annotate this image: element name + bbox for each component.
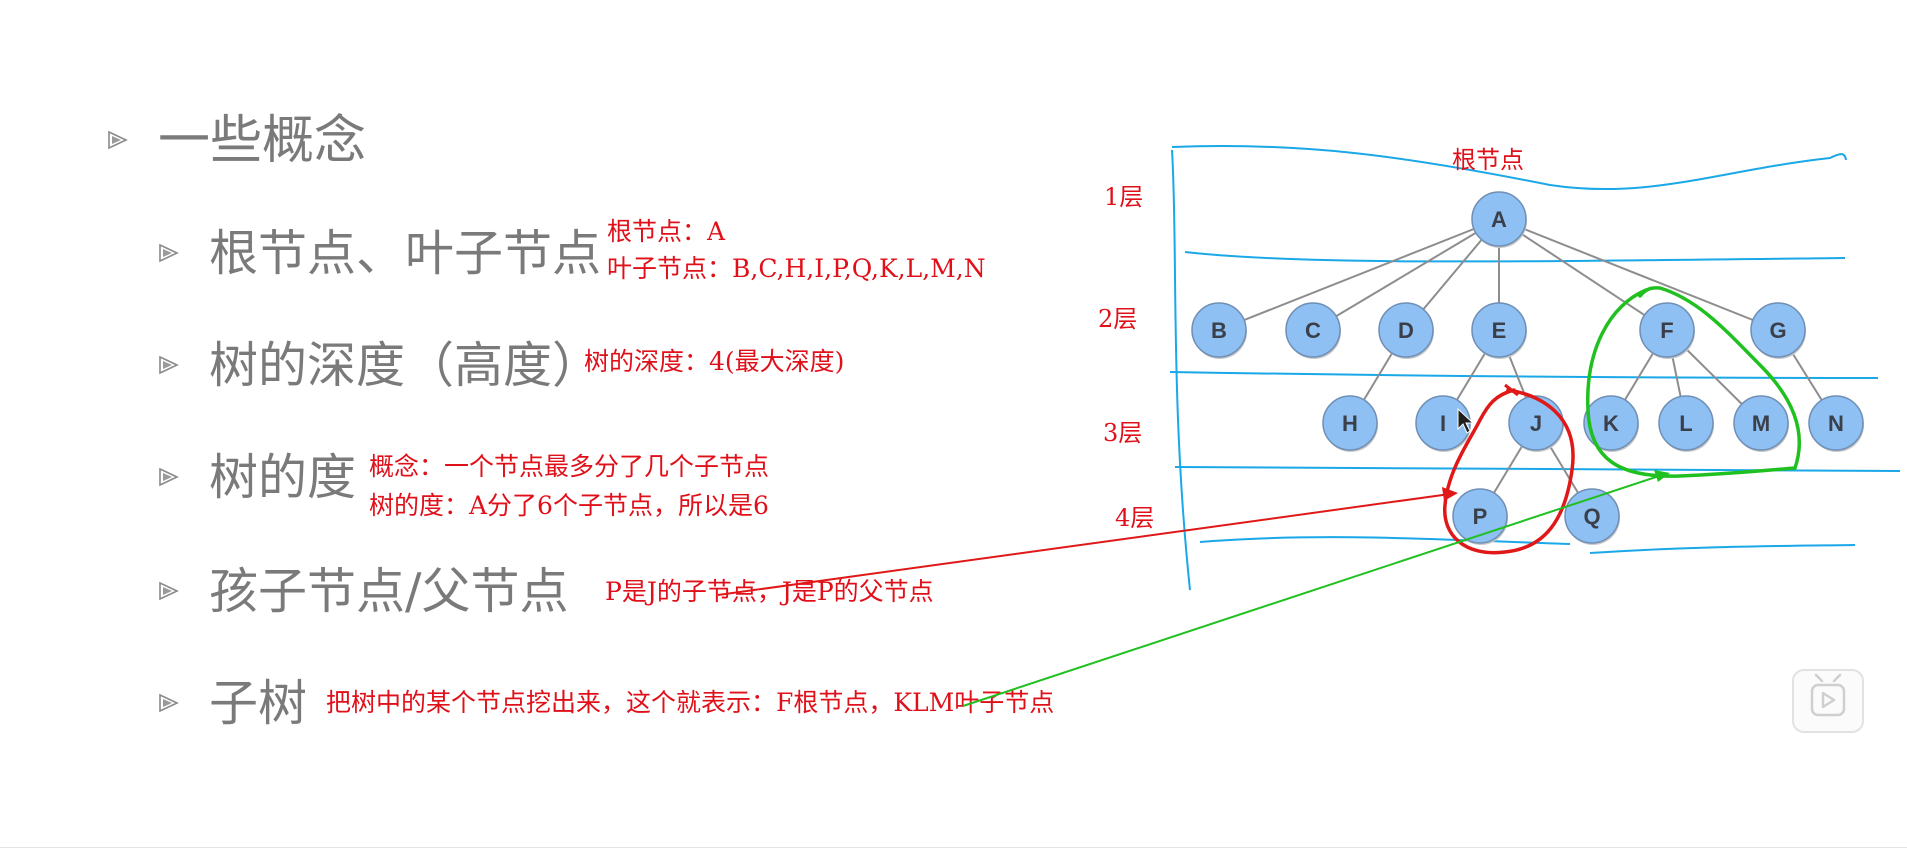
tree-node-l: L: [1658, 395, 1714, 452]
tree-node-circle: [1378, 302, 1434, 358]
tree-node-label-l: L: [1679, 411, 1692, 436]
green-circle-annotation: [1586, 286, 1801, 478]
heading-depth: 树的深度（高度）: [209, 337, 602, 394]
note-degree-tree: 树的度：A分了6个子节点，所以是6: [369, 491, 769, 520]
tree-node-circle: [1750, 302, 1806, 358]
red-arrow-head: [1442, 487, 1458, 501]
tree-node-label-h: H: [1342, 411, 1358, 436]
tree-node-circle: [1285, 302, 1341, 358]
root-node-label: 根节点: [1452, 146, 1524, 174]
tree-node-circle: [1191, 302, 1247, 358]
red-circle-annotation: [1443, 388, 1575, 555]
bottom-divider: [0, 847, 1907, 848]
heading-subtree: 子树: [209, 675, 308, 732]
tree-node-label-j: J: [1530, 411, 1542, 436]
tree-node-p: P: [1452, 488, 1508, 545]
tree-node-label-g: G: [1769, 318, 1786, 343]
tree-node-a: A: [1471, 191, 1527, 248]
tree-nodes: A B C D E F G H I J K L M N P Q: [1191, 191, 1864, 545]
note-root-node: 根节点：A: [607, 217, 726, 246]
tree-node-label-n: N: [1828, 411, 1844, 436]
tree-node-k: K: [1583, 395, 1639, 452]
tree-node-circle: [1658, 395, 1714, 451]
page-title: 一些概念: [158, 111, 367, 171]
tree-node-c: C: [1285, 302, 1341, 359]
play-button[interactable]: [1792, 669, 1864, 733]
bullet-icon: [159, 693, 179, 713]
tree-node-label-b: B: [1211, 318, 1227, 343]
tree-node-circle: [1583, 395, 1639, 451]
tree-node-label-f: F: [1660, 318, 1673, 343]
green-arrow-line: [962, 474, 1663, 707]
tree-node-circle: [1322, 395, 1378, 451]
note-child-parent: P是J的子节点，J是P的父节点: [605, 577, 934, 606]
tree-node-f: F: [1639, 302, 1695, 359]
tree-node-d: D: [1378, 302, 1434, 359]
tree-node-m: M: [1733, 395, 1789, 452]
heading-child-parent: 孩子节点/父节点: [209, 563, 569, 620]
tree-node-j: J: [1508, 395, 1564, 452]
tree-node-label-m: M: [1752, 411, 1770, 436]
note-depth: 树的深度：4(最大深度): [584, 347, 845, 376]
heading-degree: 树的度: [209, 449, 357, 506]
level-divider-lines: [1169, 144, 1901, 591]
note-subtree: 把树中的某个节点挖出来，这个就表示：F根节点，KLM叶子节点: [326, 688, 1055, 717]
tree-node-label-e: E: [1492, 318, 1507, 343]
bullet-icon: [159, 243, 179, 263]
tree-node-circle: [1471, 191, 1527, 247]
tree-node-circle: [1733, 395, 1789, 451]
tree-node-label-i: I: [1440, 411, 1446, 436]
level-label-3: 3层: [1103, 419, 1142, 447]
red-arrow-line: [717, 493, 1451, 596]
tree-node-circle: [1452, 488, 1508, 544]
heading-root-leaf: 根节点、叶子节点: [209, 225, 602, 282]
note-degree-concept: 概念：一个节点最多分了几个子节点: [369, 452, 770, 481]
tree-node-label-c: C: [1305, 318, 1321, 343]
tree-node-circle: [1639, 302, 1695, 358]
tree-edge-a-g: [1498, 218, 1779, 331]
tree-node-h: H: [1322, 395, 1378, 452]
tree-node-label-a: A: [1491, 207, 1507, 232]
tree-node-n: N: [1808, 395, 1864, 452]
tree-node-circle: [1471, 302, 1527, 358]
tree-node-circle: [1808, 395, 1864, 451]
bullet-icon: [159, 581, 179, 601]
tree-node-b: B: [1191, 302, 1247, 359]
level-label-2: 2层: [1098, 305, 1137, 333]
bullet-icon: [159, 355, 179, 375]
bullet-icon: [159, 467, 179, 487]
tree-node-label-p: P: [1473, 504, 1488, 529]
tree-edge-a-c: [1312, 218, 1500, 331]
tree-node-g: G: [1750, 302, 1806, 359]
tree-node-e: E: [1471, 302, 1527, 359]
tree-edge-a-f: [1498, 218, 1668, 331]
tree-edge-a-b: [1218, 218, 1500, 331]
level-label-4: 4层: [1115, 504, 1154, 532]
tree-node-label-d: D: [1398, 318, 1414, 343]
bullet-icon: [108, 130, 128, 150]
tree-node-label-k: K: [1603, 411, 1619, 436]
note-leaf-nodes: 叶子节点：B,C,H,I,P,Q,K,L,M,N: [607, 254, 986, 283]
mouse-cursor-icon: [1457, 407, 1475, 434]
level-label-1: 1层: [1104, 183, 1143, 211]
tree-node-label-q: Q: [1583, 504, 1600, 529]
play-icon: [1810, 673, 1846, 717]
green-arrow-head: [1654, 470, 1670, 482]
